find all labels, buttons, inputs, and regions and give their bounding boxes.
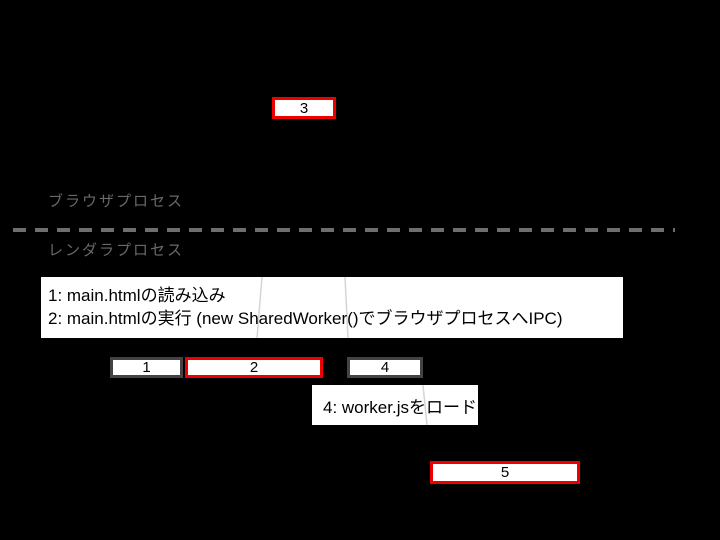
renderer-process-lane-label: レンダラプロセス — [48, 242, 185, 259]
task-box-2-execute-main-html: 2 — [185, 357, 323, 378]
task-box-5-label: 5 — [500, 464, 510, 481]
task-box-3-browser-ipc: 3 — [272, 97, 336, 119]
main-note-line-1: 1: main.htmlの読み込み — [48, 286, 226, 305]
worker-js-note: 4: worker.jsをロード — [312, 385, 478, 425]
main-note-line-2: 2: main.htmlの実行 (new SharedWorker()でブラウザ… — [48, 309, 563, 328]
task-box-1-label: 1 — [142, 359, 151, 376]
browser-process-lane-label: ブラウザプロセス — [48, 193, 185, 210]
task-box-2-label: 2 — [249, 359, 259, 376]
task-box-4-label: 4 — [380, 359, 390, 376]
process-lane-divider-dashed-line — [13, 228, 675, 232]
main-html-note: 1: main.htmlの読み込み 2: main.htmlの実行 (new S… — [41, 277, 623, 338]
worker-note-text: 4: worker.jsをロード — [323, 397, 477, 417]
task-box-1-load-main-html: 1 — [110, 357, 183, 378]
task-box-5-execute-worker: 5 — [430, 461, 580, 484]
task-box-4-load-worker-js: 4 — [347, 357, 423, 378]
task-box-3-label: 3 — [299, 99, 309, 117]
